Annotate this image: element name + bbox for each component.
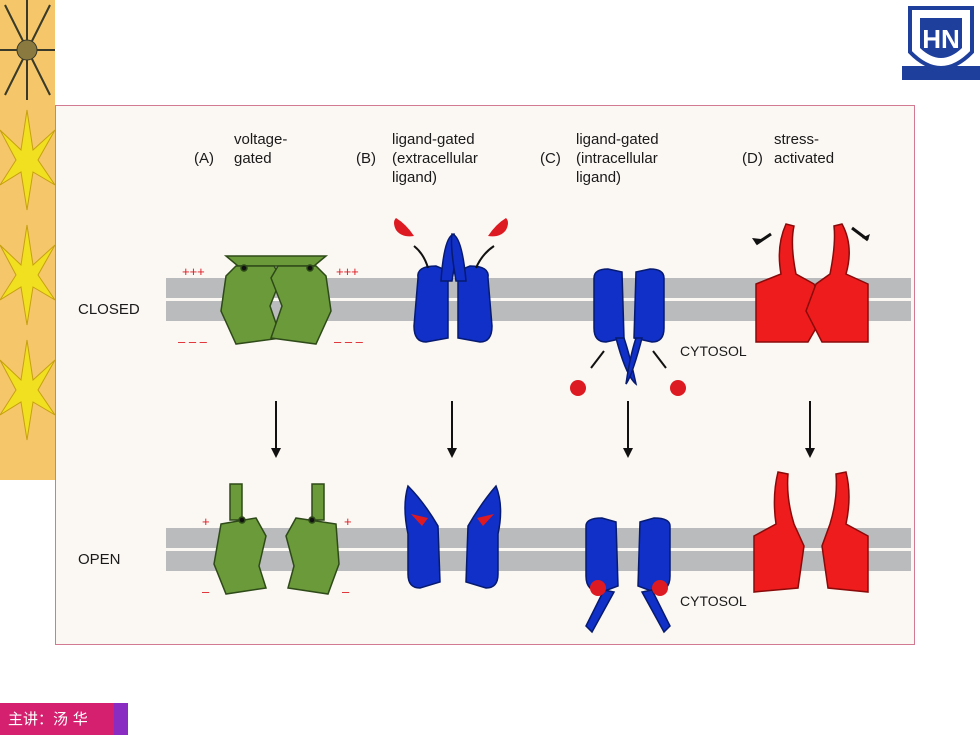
arrow-icon [590,350,605,369]
extracellular-ligand-channel-open [404,484,502,589]
bound-ligand [590,580,606,596]
intracellular-ligand-channel-closed [593,268,665,386]
arrow-icon [475,245,495,269]
membrane-open [166,528,911,571]
header-d: (D) [742,130,763,168]
header-b: (B) [356,130,376,168]
arrowhead-icon [752,238,761,244]
ligand-molecule [394,218,414,237]
ion-channel-diagram [166,218,911,634]
ligand-molecule [488,218,508,237]
header-a-text: voltage- gated [234,131,288,167]
charge-plus-open-right: + [344,514,352,529]
presenter-tag: 主讲：汤 华 [0,703,128,735]
extracellular-ligand-channel-closed [413,233,493,343]
arrow-icon [652,350,667,369]
transition-arrows [275,401,811,451]
ligand-molecule [570,380,586,396]
charge-minus-open-left: – [202,584,210,599]
charge-minus-open-right: – [342,584,350,599]
header-letter-c: (C) [540,150,561,167]
charge-plus-left: +++ [182,264,205,279]
charge-minus-right: – – – [334,334,363,349]
charge-plus-right: +++ [336,264,359,279]
university-emblem-icon: HN [902,6,980,80]
logo-text: HN [922,24,960,54]
bound-ligand [411,514,428,526]
arrow-icon [413,245,429,269]
university-logo: HN [902,0,980,88]
arrowheads [271,448,815,458]
header-b-text: ligand-gated (extracellular ligand) [392,131,478,186]
stress-channel-closed [755,223,869,343]
stretch-arrow-icon [755,232,772,246]
voltage-channel-closed [220,255,332,345]
voltage-channel-open [213,483,340,595]
header-letter-b: (B) [356,150,376,167]
bound-ligand [477,514,494,526]
header-letter-a: (A) [194,150,214,167]
ligand-molecule [670,380,686,396]
charge-minus-left: – – – [178,334,207,349]
membrane-closed [166,278,911,321]
ion-channel-figure: (A) voltage- gated (B) ligand-gated (ext… [55,105,915,645]
open-label: OPEN [78,551,121,568]
charge-plus-open-left: + [202,514,210,529]
bound-ligand [652,580,668,596]
stress-channel-open [753,471,869,593]
cytosol-label-closed: CYTOSOL [680,343,747,359]
header-d-text: stress- activated [774,131,835,167]
arrowhead-icon [862,234,870,240]
closed-label: CLOSED [78,301,140,318]
sunburst-decoration-icon [0,0,55,441]
header-c: (C) [540,130,561,168]
decorative-sidebar [0,0,55,480]
cytosol-label-open: CYTOSOL [680,593,747,609]
intracellular-ligand-channel-open [585,517,671,634]
header-c-text: ligand-gated (intracellular ligand) [576,131,659,186]
header-a: (A) [194,130,214,168]
header-letter-d: (D) [742,150,763,167]
